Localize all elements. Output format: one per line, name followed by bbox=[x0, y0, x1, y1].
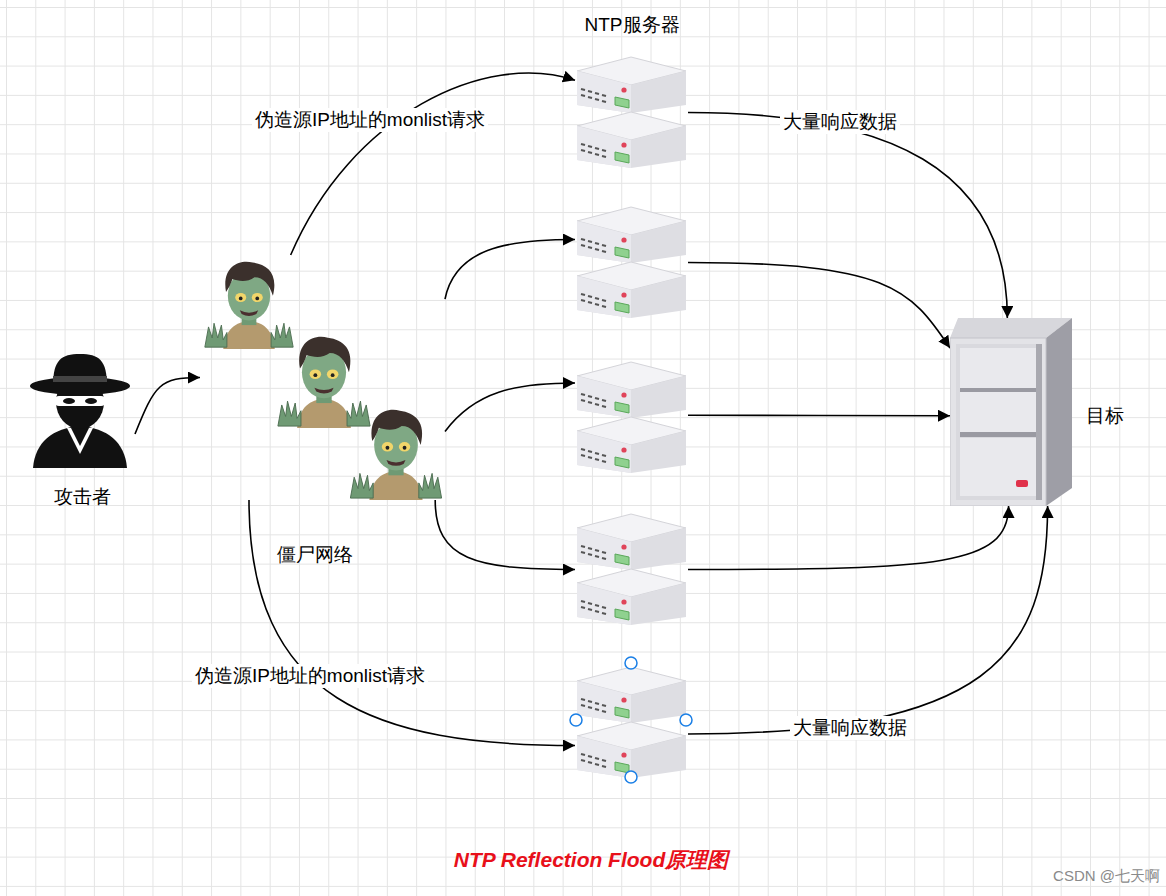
ntp-server bbox=[575, 665, 688, 780]
edge-label: 伪造源IP地址的monlist请求 bbox=[252, 108, 488, 132]
edge-label: 大量响应数据 bbox=[790, 716, 910, 740]
flow-arrow bbox=[688, 414, 950, 416]
ntp-server bbox=[575, 360, 688, 475]
flow-arrow bbox=[445, 240, 575, 300]
ntp-server bbox=[575, 665, 688, 780]
ntp-server bbox=[575, 512, 688, 627]
target-server: 目标 bbox=[950, 318, 1072, 506]
ntp-server bbox=[575, 55, 688, 170]
ntp-server: NTP服务器 bbox=[575, 55, 688, 170]
botnet-group: 僵尸网络 bbox=[200, 255, 445, 500]
caption: NTP Reflection Flood原理图 bbox=[454, 846, 729, 874]
ntp-server bbox=[575, 205, 688, 320]
attacker-icon: 攻击者 bbox=[25, 350, 135, 470]
flow-arrow bbox=[135, 378, 200, 435]
attacker-icon bbox=[25, 350, 135, 470]
flow-arrow bbox=[688, 113, 1007, 319]
node-label: 僵尸网络 bbox=[277, 543, 353, 567]
target-server bbox=[950, 318, 1072, 506]
flow-arrow bbox=[249, 500, 575, 746]
edge-label: 伪造源IP地址的monlist请求 bbox=[192, 664, 428, 688]
ntp-server bbox=[575, 512, 688, 627]
flow-arrow bbox=[435, 500, 575, 570]
botnet-group bbox=[200, 255, 445, 500]
node-label: NTP服务器 bbox=[585, 13, 680, 37]
ntp-server bbox=[575, 205, 688, 320]
flow-arrow bbox=[688, 263, 950, 349]
flow-arrow bbox=[688, 506, 1048, 734]
flow-arrow bbox=[445, 383, 575, 431]
watermark: CSDN @七天啊 bbox=[1053, 867, 1160, 886]
node-label: 攻击者 bbox=[54, 485, 111, 509]
flow-arrow bbox=[688, 506, 1009, 570]
ntp-server bbox=[575, 360, 688, 475]
flow-arrow bbox=[291, 73, 575, 255]
node-label: 目标 bbox=[1086, 404, 1124, 428]
edge-label: 大量响应数据 bbox=[780, 110, 900, 134]
